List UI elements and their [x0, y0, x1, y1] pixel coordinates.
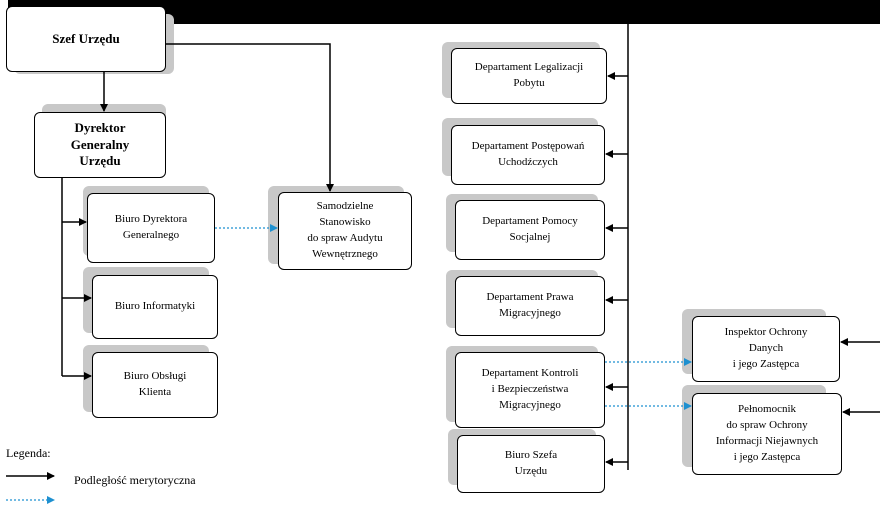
node-dep-postepowan: Departament Postępowań Uchodźczych: [451, 125, 605, 185]
node-inspektor-ochrony-danych: Inspektor Ochrony Danych i jego Zastępca: [692, 316, 840, 382]
node-biuro-szefa: Biuro Szefa Urzędu: [457, 435, 605, 493]
legend-solid-label: Podległość merytoryczna: [74, 473, 196, 487]
node-dyrektor-generalny: Dyrektor Generalny Urzędu: [34, 112, 166, 178]
node-pelnomocnik: Pełnomocnik do spraw Ochrony Informacji …: [692, 393, 842, 475]
legend-title: Legenda:: [6, 446, 51, 460]
node-samodzielne-stanowisko: Samodzielne Stanowisko do spraw Audytu W…: [278, 192, 412, 270]
edge-szef-samodzielne: [166, 43, 334, 192]
node-biuro-obslugi-klienta: Biuro Obsługi Klienta: [92, 352, 218, 418]
node-szef-urzedu: Szef Urzędu: [6, 6, 166, 72]
node-dep-prawa: Departament Prawa Migracyjnego: [455, 276, 605, 336]
node-biuro-informatyki: Biuro Informatyki: [92, 275, 218, 339]
node-dep-kontroli: Departament Kontroli i Bezpieczeństwa Mi…: [455, 352, 605, 428]
node-dep-legalizacji: Departament Legalizacji Pobytu: [451, 48, 607, 104]
node-biuro-dyrektora: Biuro Dyrektora Generalnego: [87, 193, 215, 263]
node-dep-pomocy: Departament Pomocy Socjalnej: [455, 200, 605, 260]
